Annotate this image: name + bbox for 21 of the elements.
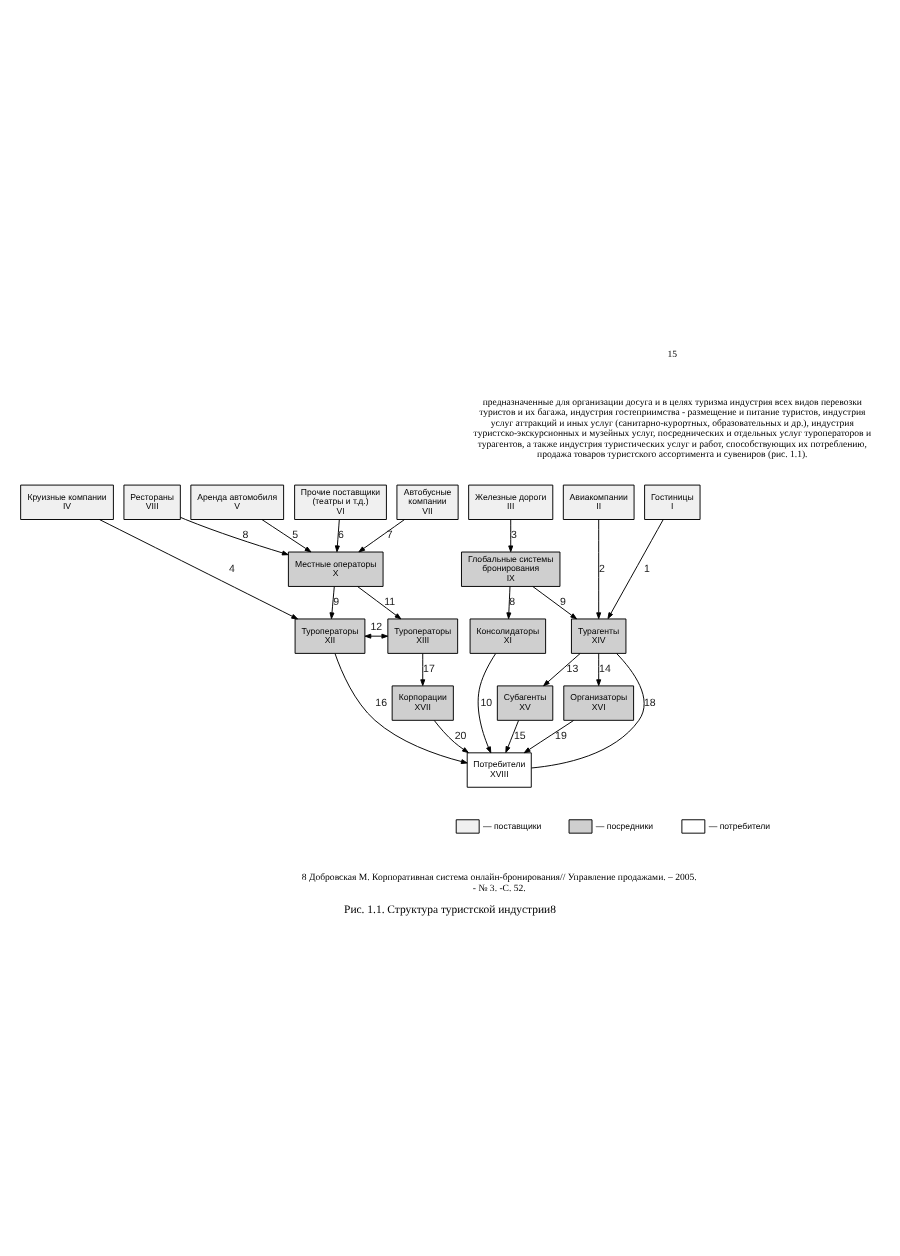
arrow (357, 585, 402, 619)
connector (531, 652, 645, 768)
arrow (364, 632, 389, 638)
arrow (99, 518, 299, 619)
arrow (261, 518, 312, 552)
arrow (508, 518, 514, 552)
arrow (543, 652, 581, 686)
arrow (477, 652, 496, 753)
arrow (523, 719, 575, 753)
arrow (433, 718, 469, 753)
arrow (532, 585, 577, 619)
arrow (596, 652, 602, 685)
arrow (505, 719, 520, 752)
arrow (358, 518, 405, 552)
arrow (607, 518, 664, 619)
arrow (334, 518, 340, 552)
arrow (180, 515, 289, 555)
arrow (596, 518, 602, 619)
arrow (329, 585, 335, 619)
arrow (334, 652, 468, 763)
arrow (420, 652, 426, 685)
